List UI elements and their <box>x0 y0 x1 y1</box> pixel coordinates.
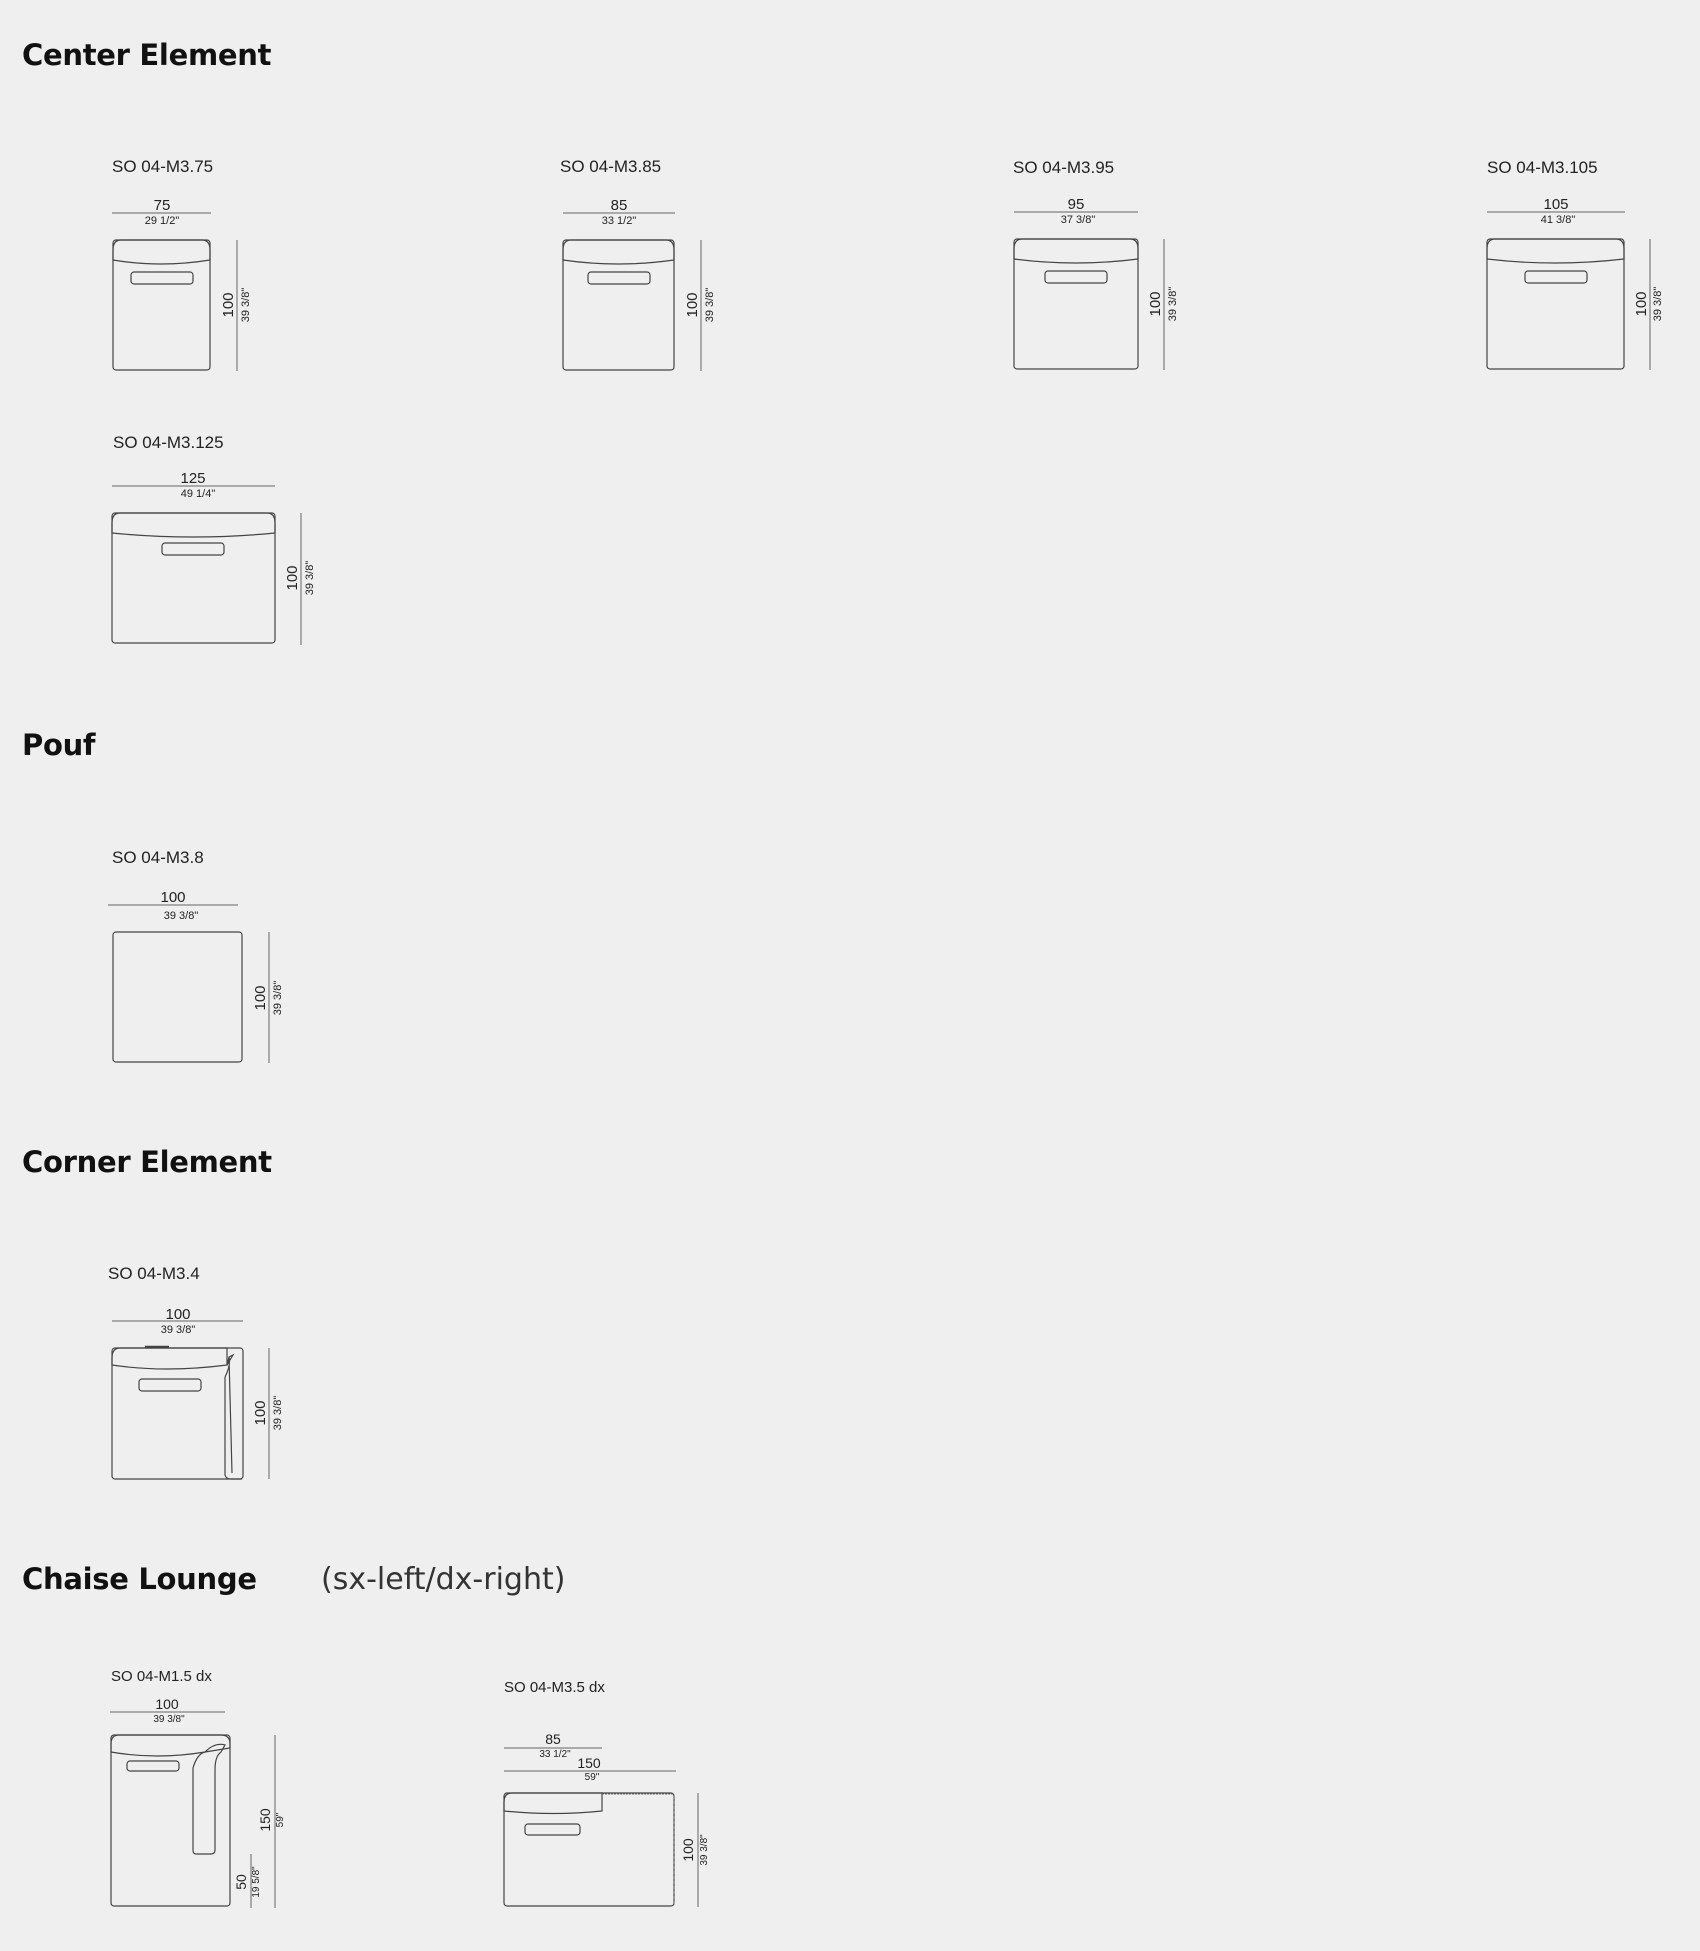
module-code: SO 04-M3.4 <box>108 1264 200 1283</box>
module-drawing: 100 39 3/8" 100 39 3/8" <box>108 889 284 1063</box>
module-drawing: 100 39 3/8" 100 39 3/8" <box>111 1306 284 1480</box>
width-cm-label: 100 <box>160 889 185 906</box>
armrest <box>192 1743 226 1855</box>
cushion-handle <box>161 542 225 556</box>
depth-cm-label: 150 <box>257 1808 273 1832</box>
width-cm-label: 85 <box>611 197 628 214</box>
cushion-handle <box>587 271 651 285</box>
module-code: SO 04-M1.5 dx <box>111 1668 212 1685</box>
seat-outline <box>562 239 675 371</box>
cushion-handle <box>138 1378 202 1392</box>
section-heading-chaise: Chaise Lounge <box>22 1562 257 1596</box>
module-code: SO 04-M3.8 <box>112 848 204 867</box>
module-drawing: 125 49 1/4" 100 39 3/8" <box>111 470 316 645</box>
seat-outline <box>503 1792 675 1907</box>
section-heading-corner: Corner Element <box>22 1145 272 1179</box>
module-code: SO 04-M3.125 <box>113 433 224 452</box>
width-cm-label: 95 <box>1068 196 1085 213</box>
armrest <box>224 1353 242 1480</box>
width-in-label: 33 1/2" <box>539 1749 571 1760</box>
width-in-label: 41 3/8" <box>1541 214 1576 226</box>
depth-in-label: 39 3/8" <box>1652 287 1664 322</box>
width-cm-label: 100 <box>165 1306 190 1323</box>
module-code: SO 04-M3.105 <box>1487 158 1598 177</box>
module-drawing: 75 29 1/2" 100 39 3/8" <box>112 197 252 371</box>
depth-cm-label: 100 <box>680 1838 696 1862</box>
depth-in-label: 39 3/8" <box>1167 287 1179 322</box>
pouf-outline <box>112 931 243 1063</box>
cushion-handle <box>1524 270 1588 284</box>
section-heading-pouf: Pouf <box>22 728 96 762</box>
depth-in-label: 39 3/8" <box>704 288 716 323</box>
backrest <box>1486 238 1625 264</box>
module-code: SO 04-M3.95 <box>1013 158 1115 177</box>
module-code: SO 04-M3.5 dx <box>504 1679 605 1696</box>
width-cm-label: 85 <box>545 1731 561 1747</box>
width-in-label: 39 3/8" <box>153 1714 185 1725</box>
width-in-label: 39 3/8" <box>164 910 199 922</box>
depth-cm-label: 100 <box>1147 291 1164 316</box>
backrest <box>562 239 675 265</box>
depth-in-label: 39 3/8" <box>272 981 284 1016</box>
module-drawing: 85 33 1/2" 100 39 3/8" <box>562 197 716 371</box>
depth-in-label: 39 3/8" <box>240 288 252 323</box>
total-width-in-label: 59" <box>585 1772 600 1783</box>
width-in-label: 49 1/4" <box>181 488 216 500</box>
total-width-cm-label: 150 <box>577 1755 601 1771</box>
seat-outline <box>112 239 211 371</box>
backrest <box>112 239 211 265</box>
section-heading-center: Center Element <box>22 38 272 72</box>
depth-in-label: 39 3/8" <box>272 1396 284 1431</box>
backrest <box>110 1734 231 1757</box>
width-in-label: 37 3/8" <box>1061 214 1096 226</box>
backrest <box>503 1792 603 1815</box>
width-cm-label: 100 <box>155 1696 179 1712</box>
width-in-label: 39 3/8" <box>161 1324 196 1336</box>
depth-in-label: 39 3/8" <box>304 561 316 596</box>
seat-outline <box>111 512 276 644</box>
depth-cm-label: 100 <box>684 292 701 317</box>
depth-in-label: 59" <box>275 1812 286 1827</box>
cushion-handle <box>126 1760 180 1772</box>
module-drawing: 105 41 3/8" 100 39 3/8" <box>1486 196 1664 370</box>
width-cm-label: 125 <box>180 470 205 487</box>
cushion-handle <box>524 1823 581 1836</box>
depth-cm-label: 100 <box>1633 291 1650 316</box>
module-drawing: 85 33 1/2" 150 59" 100 39 3/8" <box>503 1731 710 1907</box>
module-drawing: 95 37 3/8" 100 39 3/8" <box>1013 196 1179 370</box>
seat-outline <box>1486 238 1625 370</box>
width-in-label: 29 1/2" <box>145 215 180 227</box>
cushion-handle <box>130 271 194 285</box>
module-code: SO 04-M3.85 <box>560 157 662 176</box>
seat-outline <box>1013 238 1139 370</box>
cushion-handle <box>1044 270 1108 284</box>
depth-cm-label: 100 <box>284 565 301 590</box>
depth-in-label: 39 3/8" <box>699 1834 710 1866</box>
backrest <box>1013 238 1139 264</box>
depth-cm-label: 100 <box>252 985 269 1010</box>
depth-cm-label: 100 <box>220 292 237 317</box>
depth-cm-label: 100 <box>252 1400 269 1425</box>
width-cm-label: 105 <box>1543 196 1568 213</box>
module-drawing: 100 39 3/8" 150 59" 50 19 5/8" <box>110 1696 286 1908</box>
backrest <box>111 512 276 538</box>
width-cm-label: 75 <box>154 197 171 214</box>
module-code: SO 04-M3.75 <box>112 157 214 176</box>
width-in-label: 33 1/2" <box>602 215 637 227</box>
section-subheading-chaise: (sx-left/dx-right) <box>321 1562 566 1597</box>
seat-cm-label: 50 <box>233 1874 249 1890</box>
seat-in-label: 19 5/8" <box>251 1866 262 1898</box>
backrest <box>111 1347 228 1370</box>
